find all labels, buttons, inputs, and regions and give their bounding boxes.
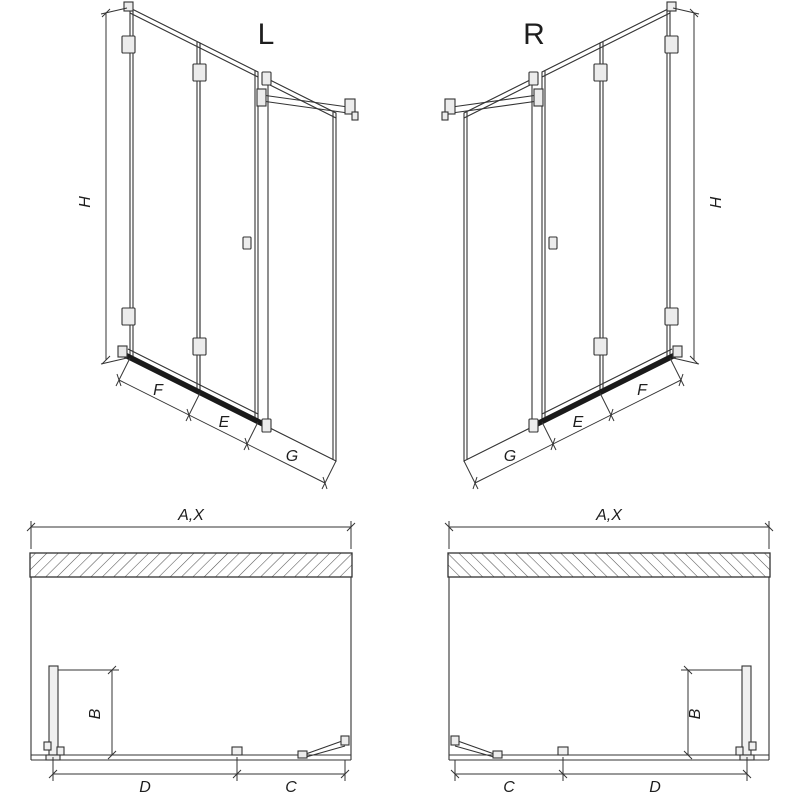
dim-label-b-left: B [87, 708, 104, 719]
dim-label-g-right: G [504, 448, 516, 465]
dim-label-f-right: F [637, 382, 648, 399]
dim-label-d-right: D [649, 779, 661, 796]
dim-label-e-right: E [573, 414, 584, 431]
dim-label-e-left: E [219, 414, 230, 431]
dim-label-ax-left: A,X [177, 507, 205, 524]
dim-label-h-left: H [77, 196, 94, 208]
plan-view-left [26, 520, 356, 782]
variant-label-right: R [523, 18, 545, 51]
variant-label-left: L [258, 18, 275, 51]
dim-label-h-right: H [706, 196, 723, 208]
dim-label-f-left: F [153, 382, 164, 399]
dim-label-c-left: C [285, 779, 297, 796]
plan-view-right [444, 520, 774, 782]
dim-label-ax-right: A,X [595, 507, 623, 524]
dim-label-b-right: B [687, 708, 704, 719]
labels: L H F E G R H G E F A,X B D C A,X B C D [77, 18, 723, 796]
dim-label-d-left: D [139, 779, 151, 796]
iso-view-L [101, 2, 358, 489]
dim-label-g-left: G [286, 448, 298, 465]
iso-view-R [442, 2, 699, 489]
dim-label-c-right: C [503, 779, 515, 796]
